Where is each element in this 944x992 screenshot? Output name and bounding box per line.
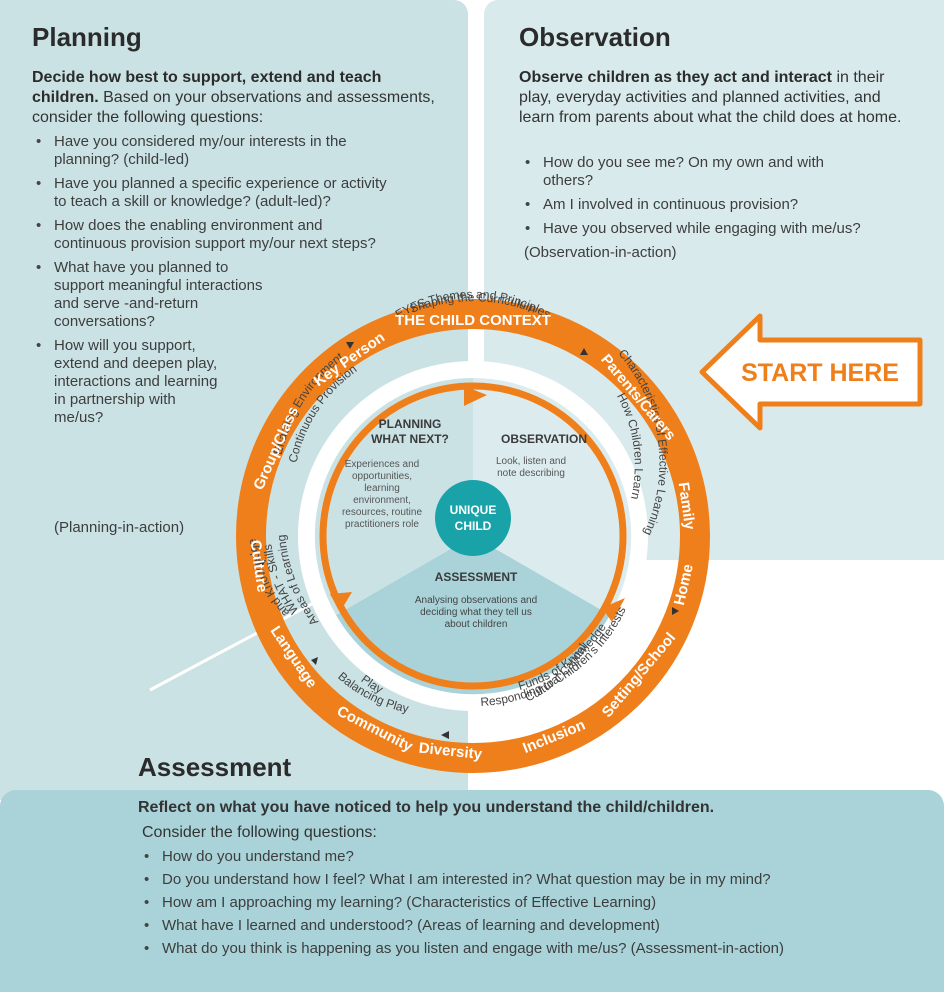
outer-ring-label: Diversity — [418, 740, 483, 764]
unique-child-hub — [435, 480, 511, 556]
outer-ring-label: Family — [675, 481, 699, 531]
planning-center-title: WHAT NEXT? — [371, 432, 449, 446]
assessment-center-text: deciding what they tell us — [420, 607, 532, 618]
assessment-sector — [336, 536, 610, 695]
assessment-panel — [0, 790, 944, 992]
observation-question: Have you observed while engaging with me… — [521, 220, 911, 238]
assessment-center-text: Analysing observations and — [415, 595, 537, 606]
planning-center-text: Experiences and — [345, 459, 420, 470]
assessment-question: How am I approaching my learning? (Chara… — [140, 894, 920, 912]
planning-question: Have you considered my/our interests in … — [32, 133, 392, 169]
start-here-label: START HERE — [741, 359, 899, 387]
ring-arrow-icon — [580, 348, 588, 355]
observation-sector — [473, 377, 632, 615]
ring-arrow-icon — [672, 607, 679, 615]
planning-center-text: opportunities, — [352, 471, 412, 482]
planning-sector — [314, 377, 473, 615]
ring-arrow-icon — [346, 342, 354, 349]
observation-question: How do you see me? On my own and with ot… — [521, 154, 843, 190]
observation-center-title: OBSERVATION — [501, 432, 587, 446]
planning-lead: Decide how best to support, extend and t… — [32, 68, 442, 128]
planning-center-text: learning — [364, 483, 400, 494]
observation-center-text: note describing — [497, 468, 565, 479]
observation-lead: Observe children as they act and interac… — [519, 68, 909, 128]
assessment-question: What do you think is happening as you li… — [140, 940, 920, 958]
planning-lead-rest: Based on your observations and assessmen… — [32, 89, 435, 126]
observation-title: Observation — [519, 22, 671, 52]
planning-center-text: practitioners role — [345, 519, 419, 530]
planning-note: (Planning-in-action) — [54, 519, 185, 536]
planning-question-list: Have you considered my/our interests in … — [32, 133, 392, 433]
observation-question-list: How do you see me? On my own and with ot… — [521, 154, 911, 244]
planning-question: What have you planned to support meaning… — [32, 259, 269, 331]
assessment-lead-rest: Consider the following questions: — [142, 824, 377, 841]
outer-ring-label: THE CHILD CONTEXT — [395, 312, 551, 329]
outer-ring — [236, 299, 710, 773]
planning-center-text: environment, — [353, 495, 411, 506]
ring-arrow-icon — [311, 657, 318, 665]
planning-question: Have you planned a specific experience o… — [32, 175, 392, 211]
cycle-arrowhead-right — [602, 598, 625, 622]
cycle-arrowhead-left — [330, 592, 352, 612]
planning-question: How will you support, extend and deepen … — [32, 337, 229, 427]
observation-lead-bold: Observe children as they act and interac… — [519, 69, 833, 86]
planning-question: How does the enabling environment and co… — [32, 217, 392, 253]
observation-lead-rest: in their play, everyday activities and p… — [519, 69, 902, 126]
start-here-arrow: START HERE — [699, 313, 923, 431]
assessment-title: Assessment — [138, 752, 292, 782]
planning-title: Planning — [32, 22, 142, 52]
ring-arrow-icon — [441, 731, 449, 739]
observation-question: Am I involved in continuous provision? — [521, 196, 911, 214]
assessment-question-list: How do you understand me? Do you underst… — [140, 848, 920, 963]
assessment-question: How do you understand me? — [140, 848, 920, 866]
cycle-arrowhead-top — [464, 386, 487, 406]
inner-cycle-ring — [319, 382, 627, 690]
observation-note: (Observation-in-action) — [524, 244, 677, 261]
hub-line-1: UNIQUE — [450, 503, 497, 517]
planning-center-text: resources, routine — [342, 507, 422, 518]
hub-line-2: CHILD — [455, 519, 492, 533]
assessment-lead-bold: Reflect on what you have noticed to help… — [138, 799, 715, 816]
assessment-center-text: about children — [445, 619, 508, 630]
observation-center-text: Look, listen and — [496, 456, 566, 467]
assessment-center-title: ASSESSMENT — [435, 570, 518, 584]
assessment-question: What have I learned and understood? (Are… — [140, 917, 920, 935]
planning-center-title: PLANNING — [379, 417, 442, 431]
planning-lead-bold: Decide how best to support, extend and t… — [32, 69, 382, 106]
assessment-question: Do you understand how I feel? What I am … — [140, 871, 920, 889]
ring-arrow-icon — [258, 560, 266, 567]
